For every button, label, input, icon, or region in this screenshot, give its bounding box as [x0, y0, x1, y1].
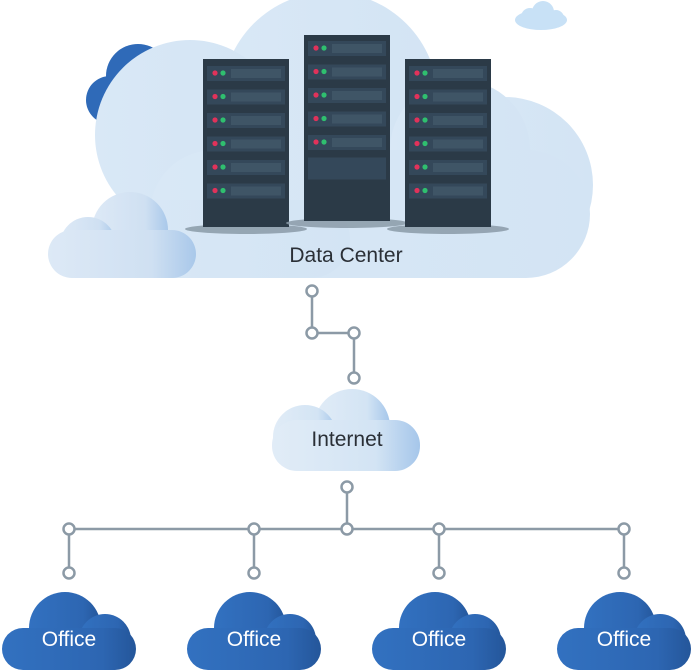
status-led-green-icon: [321, 92, 327, 98]
rack-drive-slot: [332, 44, 382, 53]
status-led-green-icon: [422, 93, 428, 100]
internet-cloud: [272, 389, 420, 471]
rack-drive-slot: [332, 91, 382, 100]
decorative-cloud-light-icon: [48, 192, 196, 278]
status-led-red-icon: [414, 187, 420, 194]
rack-drive-slot: [332, 67, 382, 77]
connector-internet-offices: [62, 480, 631, 580]
status-led-red-icon: [414, 117, 420, 123]
rack-drive-slot: [433, 186, 483, 196]
status-led-red-icon: [212, 164, 218, 170]
status-led-green-icon: [321, 139, 327, 145]
status-led-red-icon: [414, 70, 420, 76]
status-led-green-icon: [422, 70, 428, 76]
status-led-red-icon: [313, 139, 319, 145]
server-rack-3: [387, 59, 509, 234]
status-led-red-icon: [414, 93, 420, 100]
rack-blank-panel: [308, 157, 386, 180]
decorative-cloud-small-icon: [515, 1, 567, 30]
status-led-green-icon: [422, 140, 428, 147]
server-racks: [185, 35, 509, 234]
status-led-green-icon: [220, 187, 226, 194]
status-led-green-icon: [220, 164, 226, 170]
rack-drive-slot: [332, 114, 382, 124]
status-led-red-icon: [212, 140, 218, 147]
status-led-green-icon: [422, 117, 428, 123]
office-cloud-2: Office: [187, 592, 321, 670]
rack-drive-slot: [231, 139, 281, 149]
status-led-red-icon: [212, 70, 218, 76]
rack-drive-slot: [433, 163, 483, 172]
status-led-red-icon: [414, 140, 420, 147]
status-led-red-icon: [212, 117, 218, 123]
office-cloud-3: Office: [372, 592, 506, 670]
status-led-green-icon: [321, 115, 327, 122]
server-rack-2: [286, 35, 408, 228]
connector-datacenter-internet: [305, 284, 361, 385]
status-led-red-icon: [313, 92, 319, 98]
rack-drive-slot: [231, 69, 281, 78]
office-label-1: Office: [42, 628, 96, 651]
rack-drive-slot: [433, 92, 483, 102]
status-led-red-icon: [212, 93, 218, 100]
status-led-red-icon: [414, 164, 420, 170]
rack-drive-slot: [231, 186, 281, 196]
status-led-green-icon: [422, 187, 428, 194]
office-label-2: Office: [227, 628, 281, 651]
rack-drive-slot: [332, 138, 382, 147]
datacenter-label: Data Center: [289, 244, 402, 267]
office-label-3: Office: [412, 628, 466, 651]
rack-drive-slot: [231, 92, 281, 102]
status-led-red-icon: [313, 45, 319, 51]
office-cloud-1: Office: [2, 592, 136, 670]
office-cloud-4: Office: [557, 592, 691, 670]
rack-drive-slot: [433, 116, 483, 125]
status-led-green-icon: [220, 140, 226, 147]
status-led-green-icon: [422, 164, 428, 170]
status-led-red-icon: [313, 115, 319, 122]
status-led-green-icon: [321, 45, 327, 51]
status-led-green-icon: [321, 68, 327, 75]
rack-drive-slot: [433, 139, 483, 149]
server-rack-1: [185, 59, 307, 234]
internet-label: Internet: [311, 428, 382, 451]
rack-drive-slot: [231, 116, 281, 125]
rack-drive-slot: [433, 69, 483, 78]
status-led-green-icon: [220, 117, 226, 123]
rack-body: [304, 35, 390, 221]
rack-drive-slot: [231, 163, 281, 172]
status-led-red-icon: [212, 187, 218, 194]
status-led-red-icon: [313, 68, 319, 75]
status-led-green-icon: [220, 70, 226, 76]
status-led-green-icon: [220, 93, 226, 100]
office-label-4: Office: [597, 628, 651, 651]
